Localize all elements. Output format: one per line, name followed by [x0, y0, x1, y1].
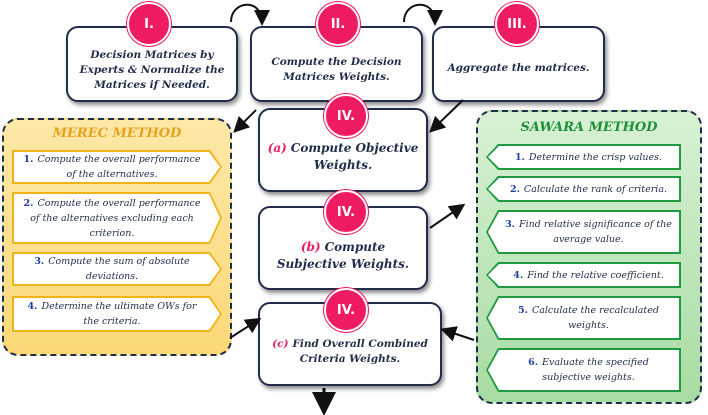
step-ivc-text: Find Overall Combined Criteria Weights.: [292, 338, 428, 365]
step-ivb-box: (b)Compute Subjective Weights.: [258, 206, 428, 290]
sawara-step-4: 4.Find the relative coefficient.: [486, 262, 681, 288]
sawara-step-3-body: 3.Find relative significance of the aver…: [488, 212, 679, 252]
merec-step-2: 2.Compute the overall performance of the…: [12, 192, 222, 244]
merec-step-4-body: 4.Determine the ultimate OWs for the cri…: [14, 298, 220, 330]
step-iva-prefix: (a): [267, 141, 287, 155]
merec-step-4-text: Determine the ultimate OWs for the crite…: [41, 301, 197, 327]
merec-step-3-body: 3.Compute the sum of absolute deviations…: [14, 254, 220, 284]
sawara-step-1-body: 1.Determine the crisp values.: [488, 146, 679, 168]
step-iva-text-wrap: (a)Compute Objective Weights.: [260, 126, 426, 174]
merec-step-1-body: 1.Compute the overall performance of the…: [14, 152, 220, 182]
merec-step-1-text: Compute the overall performance of the a…: [37, 154, 201, 180]
sawara-step-6-num: 6.: [528, 357, 539, 368]
sawara-step-5-text: Calculate the recalculated weights.: [531, 305, 659, 331]
sawara-step-5-num: 5.: [518, 305, 528, 316]
sawara-step-5-body: 5.Calculate the recalculated weights.: [488, 298, 679, 338]
arrow-iii-to-iva: [429, 99, 464, 133]
arrow-ii-to-iii: [403, 3, 443, 26]
arrow-ivb-to-sawara: [429, 203, 466, 229]
sawara-step-3-num: 3.: [505, 219, 515, 230]
merec-step-1: 1.Compute the overall performance of the…: [12, 150, 222, 184]
merec-step-3-num: 3.: [34, 256, 45, 267]
sawara-title: SAWARA METHOD: [520, 120, 658, 135]
sawara-step-4-num: 4.: [513, 269, 524, 281]
sawara-step-4-body: 4.Find the relative coefficient.: [488, 264, 679, 286]
merec-step-2-num: 2.: [23, 197, 34, 209]
sawara-step-2-body: 2.Calculate the rank of criteria.: [488, 178, 679, 200]
sawara-step-6: 6.Evaluate the specified subjective weig…: [486, 348, 681, 392]
sawara-step-2: 2.Calculate the rank of criteria.: [486, 176, 681, 202]
step-ivc-prefix: (c): [272, 338, 289, 350]
arrow-i-to-ii: [230, 3, 270, 26]
merec-title: MEREC METHOD: [52, 126, 182, 141]
sawara-step-6-body: 6.Evaluate the specified subjective weig…: [488, 350, 679, 390]
step-ivb-badge: IV.: [324, 190, 368, 234]
merec-step-4: 4.Determine the ultimate OWs for the cri…: [12, 296, 222, 332]
sawara-step-1-text: Determine the crisp values.: [528, 151, 663, 163]
sawara-step-3-text: Find relative significance of the averag…: [518, 219, 672, 245]
sawara-panel: SAWARA METHOD 1.Determine the crisp valu…: [476, 110, 702, 404]
step-ivb-prefix: (b): [300, 240, 321, 254]
step-i-badge: I.: [127, 2, 171, 46]
arrow-sawara-to-ivc: [440, 326, 475, 342]
merec-step-2-body: 2.Compute the overall performance of the…: [14, 194, 220, 242]
step-iva-badge: IV.: [324, 94, 368, 138]
step-i-text: Decision Matrices by Experts & Normalize…: [79, 48, 225, 91]
step-ii-box: Compute the Decision Matrices Weights.: [250, 26, 423, 102]
sawara-step-3: 3.Find relative significance of the aver…: [486, 210, 681, 254]
merec-panel: MEREC METHOD 1.Compute the overall perfo…: [2, 118, 232, 356]
merec-step-3: 3.Compute the sum of absolute deviations…: [12, 252, 222, 286]
sawara-step-2-num: 2.: [509, 183, 520, 195]
step-ivc-text-wrap: (c)Find Overall Combined Criteria Weight…: [260, 321, 440, 367]
sawara-step-6-text: Evaluate the specified subjective weight…: [542, 357, 649, 383]
sawara-step-1: 1.Determine the crisp values.: [486, 144, 681, 170]
merec-step-4-num: 4.: [27, 301, 38, 312]
sawara-step-2-text: Calculate the rank of criteria.: [523, 183, 668, 195]
merec-step-3-text: Compute the sum of absolute deviations.: [48, 256, 190, 282]
sawara-step-4-text: Find the relative coefficient.: [527, 269, 664, 281]
merec-step-2-text: Compute the overall performance of the a…: [30, 197, 201, 239]
sawara-step-1-num: 1.: [514, 151, 525, 163]
step-iva-text: Compute Objective Weights.: [290, 141, 419, 172]
sawara-step-5: 5.Calculate the recalculated weights.: [486, 296, 681, 340]
step-ivc-badge: IV.: [324, 288, 368, 332]
step-iii-badge: III.: [495, 2, 539, 46]
step-ivb-text-wrap: (b)Compute Subjective Weights.: [260, 223, 426, 273]
step-ii-badge: II.: [316, 2, 360, 46]
arrow-iva-to-merec: [233, 109, 257, 133]
step-iii-text: Aggregate the matrices.: [447, 61, 590, 74]
step-ii-text: Compute the Decision Matrices Weights.: [271, 56, 402, 83]
arrow-merec-to-ivc: [229, 317, 262, 339]
step-ivb-text: Compute Subjective Weights.: [276, 240, 410, 271]
merec-step-1-num: 1.: [23, 154, 34, 165]
